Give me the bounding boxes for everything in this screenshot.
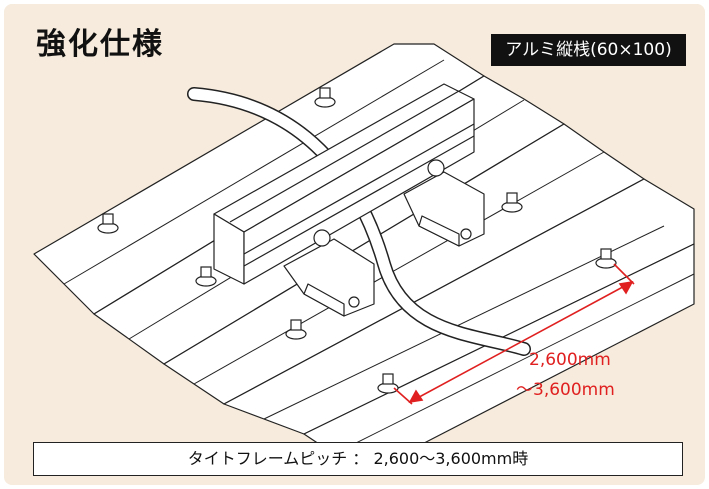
roof-ridge <box>163 123 645 405</box>
roof-ridge <box>33 43 485 315</box>
diagram-panel: 強化仕様 アルミ縦桟(60×100) 2,600mm ～3,600mm タイトフ… <box>4 4 705 485</box>
dimension-label-start: 2,600mm <box>529 350 611 370</box>
dimension-arrow <box>393 263 635 405</box>
page-title: 強化仕様 <box>36 27 164 62</box>
spec-badge: アルミ縦桟(60×100) <box>491 34 686 66</box>
roof-ridge <box>223 178 695 435</box>
dimension-label-end: ～3,600mm <box>516 380 615 400</box>
aluminum-rail <box>213 83 475 285</box>
pitch-caption: タイトフレームピッチ ： 2,600～3,600mm時 <box>33 442 683 476</box>
roof-illustration <box>33 43 695 475</box>
fasteners <box>97 87 617 394</box>
